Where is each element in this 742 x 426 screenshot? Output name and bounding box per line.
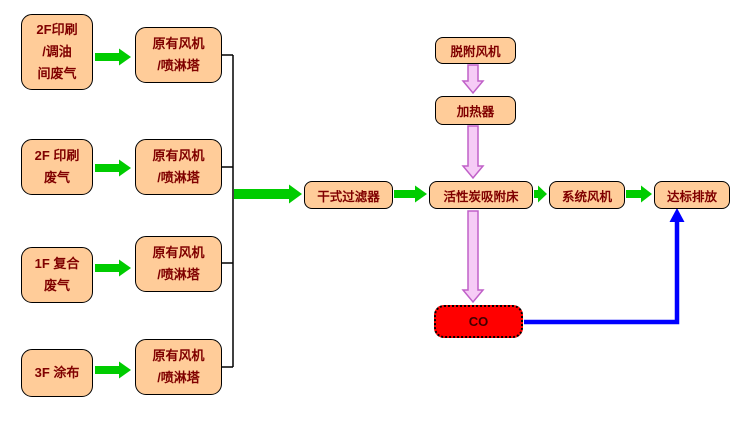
node-label: 脱附风机 — [450, 45, 501, 59]
node-label: 原有风机 — [152, 348, 205, 363]
arrow-carbon-bed-to-system-fan — [534, 185, 547, 203]
node-discharge: 达标排放 — [654, 181, 730, 209]
arrow-heater-to-carbon-bed — [461, 125, 485, 180]
node-label: 2F印刷 — [36, 22, 78, 37]
co-return-line — [524, 220, 680, 325]
node-fan-tower-4: 原有风机 /喷淋塔 — [135, 339, 222, 395]
arrow-source4-to-fan4 — [95, 361, 131, 379]
node-label: 系统风机 — [561, 189, 612, 204]
node-label: 废气 — [43, 170, 70, 185]
node-label: 原有风机 — [152, 36, 205, 51]
arrow-dry-filter-to-carbon-bed — [394, 185, 427, 203]
node-label: /喷淋塔 — [157, 170, 200, 185]
node-label: /调油 — [42, 44, 72, 59]
node-fan-tower-1: 原有风机 /喷淋塔 — [135, 27, 222, 83]
arrow-desorption-fan-to-heater — [461, 64, 485, 95]
arrow-source2-to-fan2 — [95, 159, 131, 177]
node-label: /喷淋塔 — [157, 370, 200, 385]
node-label: 原有风机 — [152, 245, 205, 260]
node-source-2f-printing-oil: 2F印刷 /调油 间废气 — [21, 14, 93, 90]
node-label: 废气 — [43, 278, 70, 293]
node-fan-tower-3: 原有风机 /喷淋塔 — [135, 236, 222, 292]
node-label: CO — [468, 314, 489, 329]
arrow-carbon-bed-to-co — [461, 210, 485, 304]
node-label: 2F 印刷 — [34, 148, 80, 163]
node-source-1f-laminating: 1F 复合 废气 — [21, 247, 93, 303]
node-source-2f-printing: 2F 印刷 废气 — [21, 139, 93, 195]
node-carbon-bed: 活性炭吸附床 — [429, 181, 533, 209]
co-return-arrowhead — [669, 208, 685, 222]
node-label: 达标排放 — [666, 189, 717, 204]
node-label: /喷淋塔 — [157, 58, 200, 73]
node-label: 加热器 — [456, 105, 495, 119]
arrow-collector-to-dry-filter — [234, 184, 302, 204]
node-fan-tower-2: 原有风机 /喷淋塔 — [135, 139, 222, 195]
arrow-source3-to-fan3 — [95, 259, 131, 277]
arrow-system-fan-to-discharge — [626, 185, 652, 203]
arrow-source1-to-fan1 — [95, 48, 131, 66]
node-label: 间废气 — [37, 66, 77, 81]
node-label: 原有风机 — [152, 148, 205, 163]
node-label: /喷淋塔 — [157, 267, 200, 282]
node-label: 活性炭吸附床 — [443, 189, 519, 204]
node-source-3f-coating: 3F 涂布 — [21, 349, 93, 397]
node-desorption-fan: 脱附风机 — [435, 37, 516, 64]
node-label: 3F 涂布 — [34, 365, 80, 380]
node-heater: 加热器 — [435, 96, 516, 125]
node-co: CO — [434, 305, 523, 338]
node-dry-filter: 干式过滤器 — [304, 181, 393, 209]
node-system-fan: 系统风机 — [549, 181, 625, 209]
node-label: 干式过滤器 — [317, 189, 380, 204]
node-label: 1F 复合 — [34, 256, 80, 271]
collector-bracket — [222, 54, 234, 368]
